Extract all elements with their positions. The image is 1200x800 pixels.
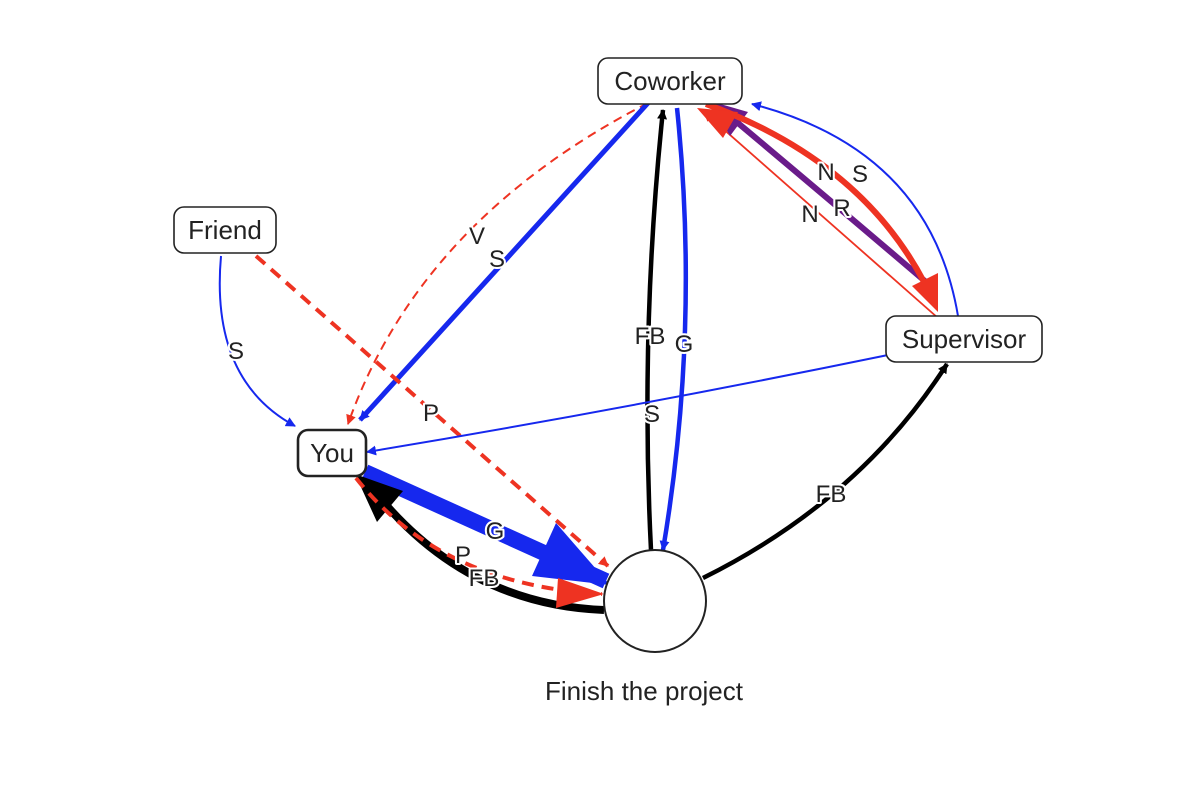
edge-label-friend-project-p: P xyxy=(423,400,439,427)
node-friend-box xyxy=(173,206,277,254)
edge-label-coworker-supervisor-n: N xyxy=(817,159,834,186)
edge-label-supervisor-coworker-n: N xyxy=(801,201,818,228)
node-project-caption: Finish the project xyxy=(545,676,744,706)
edge-coworker-supervisor-n-arrowhead xyxy=(912,273,938,312)
node-friend-label: Friend xyxy=(188,215,262,245)
node-supervisor-label: Supervisor xyxy=(902,324,1027,354)
edges-layer xyxy=(218,101,959,614)
edge-label-you-project-g: G xyxy=(486,518,505,545)
edge-friend-you-s xyxy=(218,255,296,427)
node-friend[interactable]: Friend xyxy=(173,206,277,254)
edge-label-coworker-you-v: V xyxy=(469,223,485,250)
edge-coworker-supervisor-n xyxy=(704,101,927,284)
node-coworker-box xyxy=(597,57,743,105)
edge-label-supervisor-coworker-s: S xyxy=(852,161,868,188)
edge-coworker-project-g xyxy=(659,107,689,551)
edge-supervisor-coworker-r xyxy=(724,110,928,285)
edge-label-friend-you-s: S xyxy=(228,338,244,365)
edge-coworker-you-s xyxy=(358,101,650,422)
edge-supervisor-coworker-n xyxy=(703,111,939,319)
edge-friend-project-p xyxy=(254,254,610,568)
nodes-layer: Coworker Friend Supervisor You Finish th… xyxy=(173,57,1043,706)
node-you-label: You xyxy=(310,438,354,468)
edge-label-supervisor-coworker-r: R xyxy=(833,195,850,222)
edge-you-project-g-arrowhead xyxy=(532,523,610,585)
node-supervisor-box xyxy=(885,315,1043,363)
edge-project-supervisor-fb xyxy=(701,362,949,581)
edge-supervisor-coworker-s xyxy=(751,101,959,317)
edge-label-you-project-p: P xyxy=(455,542,471,569)
node-you[interactable]: You xyxy=(296,428,368,478)
node-project[interactable]: Finish the project xyxy=(545,549,744,706)
edge-label-supervisor-you-s: S xyxy=(644,401,660,428)
edge-coworker-supervisor-n-tail xyxy=(697,108,738,138)
edge-labels-layer: V S S P FB G S FB G P FB N S N R xyxy=(226,157,870,594)
edge-supervisor-you-s xyxy=(366,354,889,456)
edge-you-project-p-arrowhead xyxy=(556,578,604,608)
node-supervisor[interactable]: Supervisor xyxy=(885,315,1043,363)
edge-label-project-supervisor-fb: FB xyxy=(816,481,847,508)
node-coworker-label: Coworker xyxy=(614,66,726,96)
edge-project-you-fb-arrowhead xyxy=(355,474,403,522)
edge-label-project-coworker-fb: FB xyxy=(635,323,666,350)
edge-label-project-you-fb: FB xyxy=(469,565,500,592)
node-you-box xyxy=(296,428,368,478)
edge-coworker-you-v xyxy=(346,102,649,425)
edge-project-coworker-fb xyxy=(645,109,668,551)
edge-label-coworker-project-g: G xyxy=(675,331,694,358)
edge-label-coworker-you-s: S xyxy=(489,246,505,273)
node-coworker[interactable]: Coworker xyxy=(597,57,743,105)
node-project-circle xyxy=(603,549,707,653)
